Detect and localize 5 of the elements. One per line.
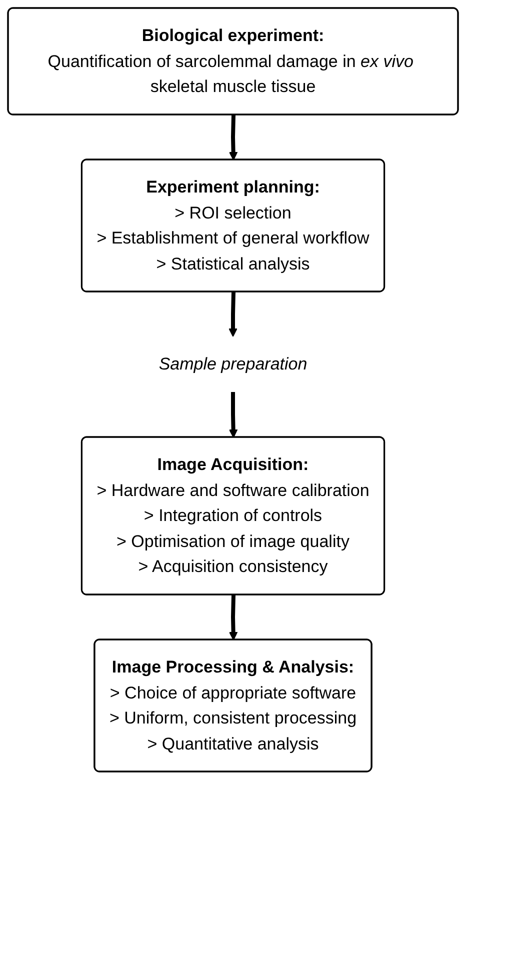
arrow bbox=[228, 594, 238, 640]
node-text: Sample preparation bbox=[158, 354, 308, 374]
arrow bbox=[228, 292, 238, 337]
arrow bbox=[228, 392, 238, 438]
arrow bbox=[228, 114, 238, 160]
